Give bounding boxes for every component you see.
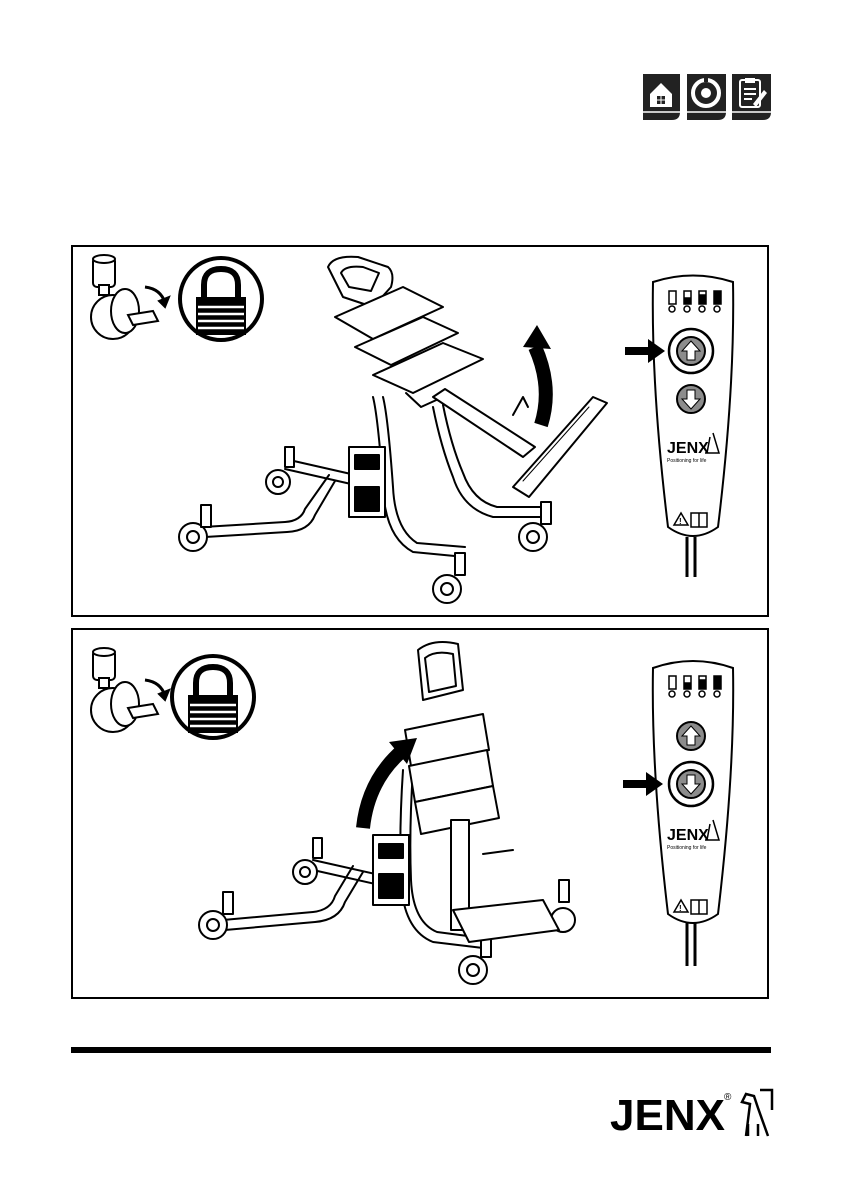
handset-remote: JENX Positioning for life !	[653, 661, 733, 966]
svg-text:Positioning for life: Positioning for life	[667, 845, 707, 851]
padlock-icon	[172, 656, 254, 738]
padlock-icon	[180, 258, 262, 340]
svg-text:JENX: JENX	[610, 1091, 725, 1140]
home-icon	[643, 74, 680, 120]
svg-text:®: ®	[724, 1092, 732, 1103]
castor-brake-icon	[91, 648, 169, 732]
footer-rule	[71, 1047, 771, 1053]
jenx-logo: JENX ®	[608, 1080, 778, 1140]
step-panel-raise: JENX Positioning for life !	[71, 245, 769, 617]
step-panel-lower: JENX Positioning for life !	[71, 628, 769, 999]
svg-text:!: !	[679, 904, 682, 913]
clipboard-icon	[732, 74, 771, 120]
header-icon-group	[640, 72, 772, 122]
lower-arrow-icon	[363, 738, 417, 828]
target-icon	[687, 74, 726, 120]
handset-remote: JENX Positioning for life !	[653, 276, 733, 578]
svg-text:!: !	[679, 517, 682, 526]
svg-text:Positioning for life: Positioning for life	[667, 458, 707, 464]
svg-text:JENX: JENX	[667, 827, 709, 844]
svg-text:JENX: JENX	[667, 440, 709, 457]
castor-brake-icon	[91, 255, 169, 339]
raise-arrow-icon	[523, 325, 551, 425]
giraffe-logo-icon	[742, 1090, 772, 1136]
